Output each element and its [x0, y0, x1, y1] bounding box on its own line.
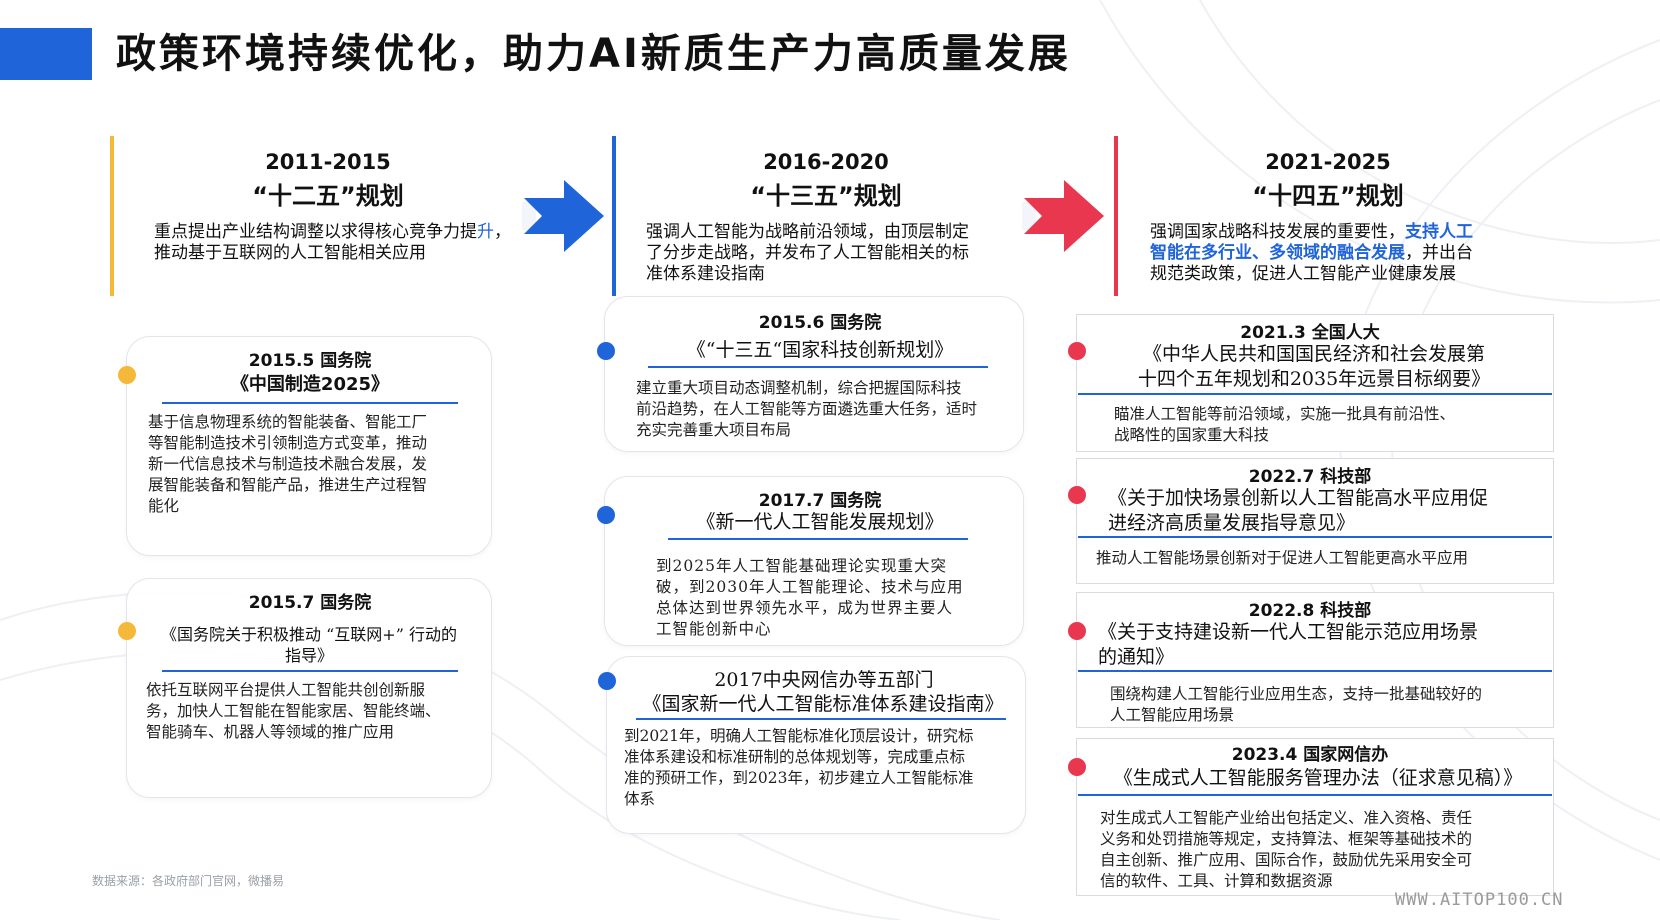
col2-card-2	[604, 476, 1024, 646]
col3-desc-c: 规范类政策，促进人工智能产业健康发展	[1150, 264, 1456, 284]
col3-card1-date: 2021.3 全国人大	[1240, 323, 1380, 343]
col1-card2-doc: 《国务院关于积极推动 “互联网+” 行动的 指导》	[161, 625, 457, 665]
col3-card1-body: 瞄准人工智能等前沿领域，实施一批具有前沿性、 战略性的国家重大科技	[1114, 405, 1456, 444]
col3-card4-doc: 《生成式人工智能服务管理办法（征求意见稿）》	[1113, 767, 1523, 789]
timeline-dot	[1068, 342, 1086, 360]
arrow-right-red-icon	[1022, 180, 1104, 252]
col2-card3-date: 2017中央网信办等五部门	[714, 669, 934, 691]
col1-card-2	[126, 578, 492, 798]
col3-card4-date: 2023.4 国家网信办	[1231, 745, 1389, 765]
col3-card-3	[1076, 592, 1554, 728]
col3-desc-highlight2: 智能在多行业、多领域的融合发展	[1150, 243, 1405, 263]
col3-desc-highlight1: 支持人工	[1405, 222, 1473, 242]
col3-desc-b: ，并出台	[1405, 243, 1473, 263]
timeline-dot	[598, 672, 616, 690]
col3-card3-doc: 《关于支持建设新一代人工智能示范应用场景 的通知》	[1098, 621, 1479, 668]
timeline-dot	[597, 342, 615, 360]
col3-card-2	[1076, 458, 1554, 584]
col3-card2-body: 推动人工智能场景创新对于促进人工智能更高水平应用	[1096, 549, 1469, 567]
col2-years: 2016-2020	[763, 150, 889, 174]
col3-card2-divider	[1078, 536, 1552, 538]
col2-plan: “十三五”规划	[750, 182, 902, 210]
col3-card2-date: 2022.7 科技部	[1248, 467, 1372, 487]
page-title: 政策环境持续优化，助力AI新质生产力高质量发展	[116, 31, 1071, 77]
col3-desc: 强调国家战略科技发展的重要性，支持人工 智能在多行业、多领域的融合发展，并出台 …	[1150, 222, 1550, 285]
col1-card2-body: 依托互联网平台提供人工智能共创创新服 务，加快人工智能在智能家居、智能终端、 智…	[146, 681, 441, 741]
timeline-dot	[1068, 622, 1086, 640]
col2-card1-body: 建立重大项目动态调整机制，综合把握国际科技 前沿趋势，在人工智能等方面遴选重大任…	[636, 379, 978, 439]
col1-card1-doc: 《中国制造2025》	[230, 374, 390, 395]
col3-plan: “十四五”规划	[1252, 182, 1404, 210]
col2-card-1	[604, 296, 1024, 452]
col3-card-4	[1076, 738, 1554, 896]
col3-card3-date: 2022.8 科技部	[1248, 601, 1372, 621]
col3-desc-a: 强调国家战略科技发展的重要性，	[1150, 222, 1405, 242]
col3-years: 2021-2025	[1265, 150, 1391, 174]
col3-card2-doc: 《关于加快场景创新以人工智能高水平应用促 进经济高质量发展指导意见》	[1108, 487, 1489, 534]
col3-card-1	[1076, 314, 1554, 452]
arrow-right-blue-icon	[522, 180, 604, 252]
col2-card1-doc: 《“十三五“国家科技创新规划》	[686, 339, 954, 361]
col3-card1-divider	[1078, 393, 1552, 395]
col3-card4-body: 对生成式人工智能产业给出包括定义、准入资格、责任 义务和处罚措施等规定，支持算法…	[1100, 809, 1473, 890]
timeline-dot	[118, 366, 136, 384]
timeline-dot	[118, 622, 136, 640]
col2-card2-divider	[668, 538, 968, 540]
timeline-dot	[1068, 758, 1086, 776]
col2-desc-line2: 了分步走战略，并发布了人工智能相关的标	[646, 243, 969, 263]
watermark: WWW.AITOP100.CN	[1395, 890, 1564, 910]
col1-desc: 重点提出产业结构调整以求得核心竞争力提升，推动基于互联网的人工智能相关应用	[154, 222, 514, 264]
col2-card-3	[606, 656, 1026, 834]
col1-card1-date: 2015.5 国务院	[248, 351, 372, 371]
title-accent-bar	[0, 28, 92, 80]
col2-desc: 强调人工智能为战略前沿领域，由顶层制定 了分步走战略，并发布了人工智能相关的标 …	[646, 222, 1016, 285]
col1-plan: “十二五”规划	[252, 182, 404, 210]
col1-desc-a: 重点提出产业结构调整以求得核心竞争力提	[154, 222, 477, 242]
col1-card2-date: 2015.7 国务院	[248, 593, 372, 613]
col2-desc-line3: 准体系建设指南	[646, 264, 765, 284]
col3-card3-divider	[1078, 670, 1552, 672]
col1-accent-bar	[110, 136, 114, 296]
col3-card4-divider	[1078, 794, 1552, 796]
col2-accent-bar	[612, 136, 616, 296]
col1-desc-b: ，推动基于互联网的人工智能相关应用	[154, 222, 511, 263]
col2-card1-date: 2015.6 国务院	[758, 313, 882, 333]
timeline-dot	[1068, 486, 1086, 504]
data-source-note: 数据来源：各政府部门官网，微播易	[92, 874, 285, 888]
col2-card2-body: 到2025年人工智能基础理论实现重大突 破，到2030年人工智能理论、技术与应用…	[656, 557, 964, 638]
col1-card2-divider	[162, 670, 458, 672]
col2-card3-doc: 《国家新一代人工智能标准体系建设指南》	[642, 693, 1004, 715]
col1-years: 2011-2015	[265, 150, 391, 174]
col1-desc-highlight: 升	[477, 222, 494, 242]
col3-card3-body: 围绕构建人工智能行业应用生态，支持一批基础较好的 人工智能应用场景	[1110, 685, 1483, 724]
col3-card1-doc: 《中华人民共和国国民经济和社会发展第 十四个五年规划和2035年远景目标纲要》	[1137, 343, 1491, 390]
col1-card1-body: 基于信息物理系统的智能装备、智能工厂 等智能制造技术引领制造方式变革，推动 新一…	[148, 413, 428, 515]
col2-desc-line1: 强调人工智能为战略前沿领域，由顶层制定	[646, 222, 969, 242]
timeline-dot	[597, 506, 615, 524]
col2-card1-divider	[648, 366, 988, 368]
col2-card2-doc: 《新一代人工智能发展规划》	[696, 511, 944, 533]
col2-card3-divider	[636, 718, 1006, 720]
col2-card3-body: 到2021年，明确人工智能标准化顶层设计，研究标 准体系建设和标准研制的总体规划…	[624, 727, 974, 808]
col1-card1-divider	[162, 402, 458, 404]
col3-accent-bar	[1114, 136, 1118, 296]
col2-card2-date: 2017.7 国务院	[758, 491, 882, 511]
col1-card-1	[126, 336, 492, 556]
